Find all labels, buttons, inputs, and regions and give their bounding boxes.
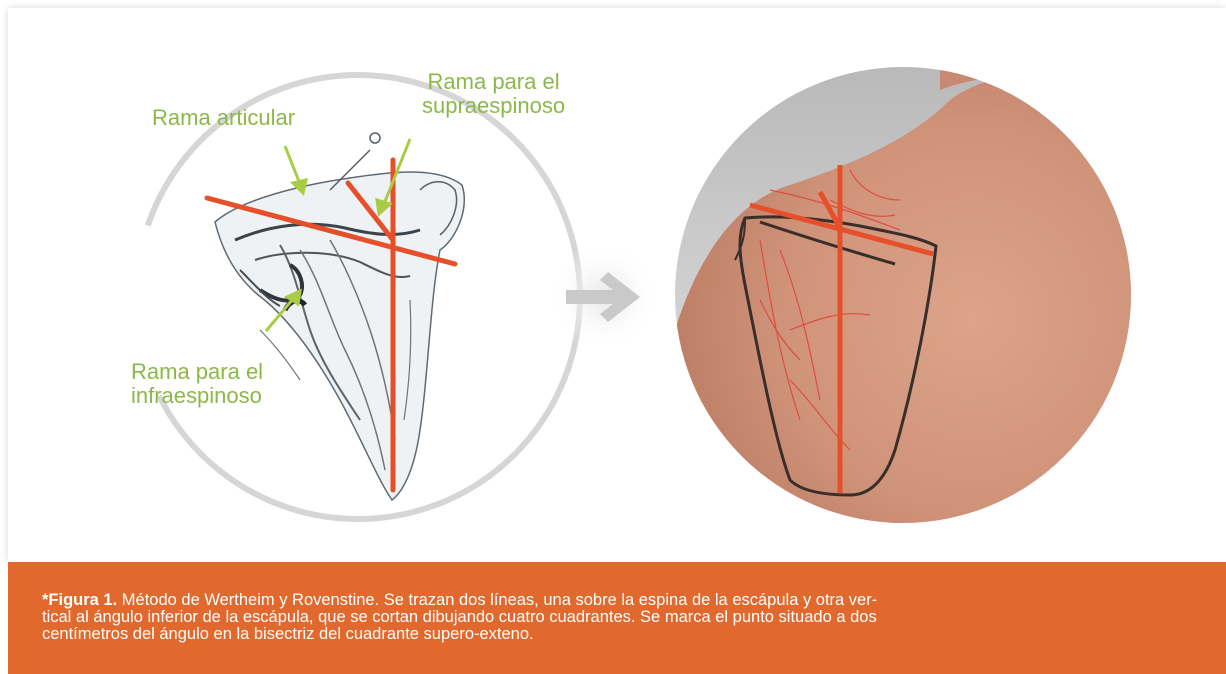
- label-rama-articular: Rama articular: [152, 106, 295, 130]
- label-infra-line2: infraespinoso: [131, 383, 262, 408]
- anatomy-illustration: [133, 72, 583, 522]
- caption-line2: tical al ángulo inferior de la escápula,…: [42, 608, 877, 626]
- caption-line1: Método de Wertheim y Rovenstine. Se traz…: [117, 591, 878, 609]
- bisector-line: [345, 180, 396, 243]
- spine-line: [204, 195, 458, 267]
- label-supra-line2: supraespinoso: [422, 93, 566, 118]
- caption-bar: *Figura 1. Método de Wertheim y Rovensti…: [8, 562, 1226, 674]
- shoulder-photo: [675, 67, 1131, 523]
- scapula-drawing: [214, 171, 465, 502]
- label-rama-infraespinoso: Rama para el infraespinoso: [131, 360, 263, 408]
- supra-pointer: [375, 138, 412, 218]
- caption-line3: centímetros del ángulo en la bisectriz d…: [42, 625, 534, 643]
- label-supra-line1: Rama para el: [427, 69, 560, 94]
- articular-pointer: [283, 145, 309, 196]
- label-rama-supraespinoso: Rama para el supraespinoso: [422, 70, 565, 118]
- caption-lead: *Figura 1.: [42, 591, 118, 609]
- right-arrow-icon: [550, 242, 660, 352]
- infra-pointer: [264, 288, 302, 332]
- label-infra-line1: Rama para el: [131, 359, 264, 384]
- label-articular-text: Rama articular: [152, 105, 296, 130]
- figure-caption: *Figura 1. Método de Wertheim y Rovensti…: [42, 592, 1194, 643]
